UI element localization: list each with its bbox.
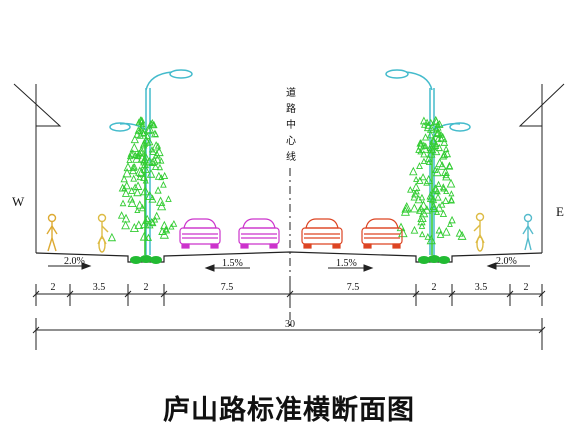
left-cyclist (97, 213, 109, 253)
west-label: W (12, 194, 25, 209)
slope-arrows (48, 262, 530, 272)
left-building (13, 83, 62, 253)
dimension-label: 2 (144, 282, 149, 293)
total-width-label: 30 (285, 319, 295, 330)
right-green-belt (418, 255, 450, 264)
dimension-label: 2 (524, 282, 529, 293)
car-left-2 (238, 218, 280, 249)
left-green-belt (130, 255, 162, 264)
road-surface (35, 251, 543, 263)
right-street-lamp (385, 69, 471, 255)
left-tree (107, 116, 178, 255)
slope-label-right-carriageway: 1.5% (336, 258, 357, 269)
right-pedestrian (522, 213, 534, 251)
dimension-label: 7.5 (221, 282, 234, 293)
right-cyclist (473, 212, 485, 252)
right-building (518, 83, 565, 253)
slope-label-right-sidewalk: 2.0% (496, 256, 517, 267)
dimension-lines: 2 3.5 2 7.5 7.5 2 3.5 2 30 (32, 282, 546, 350)
car-right-2 (361, 218, 403, 249)
dimension-label: 2 (51, 282, 56, 293)
dimension-label: 3.5 (475, 282, 488, 293)
centerline-label: 道路中心线 (286, 88, 296, 163)
car-right-1 (301, 218, 343, 249)
dimension-label: 3.5 (93, 282, 106, 293)
page-title: 庐山路标准横断面图 (163, 395, 415, 426)
slope-label-left-carriageway: 1.5% (222, 258, 243, 269)
left-pedestrian (46, 213, 58, 252)
east-label: E (556, 204, 564, 219)
slope-label-left-sidewalk: 2.0% (64, 256, 85, 267)
dimension-label: 7.5 (347, 282, 360, 293)
dimension-label: 2 (432, 282, 437, 293)
right-tree (396, 115, 467, 255)
car-left-1 (179, 218, 221, 249)
